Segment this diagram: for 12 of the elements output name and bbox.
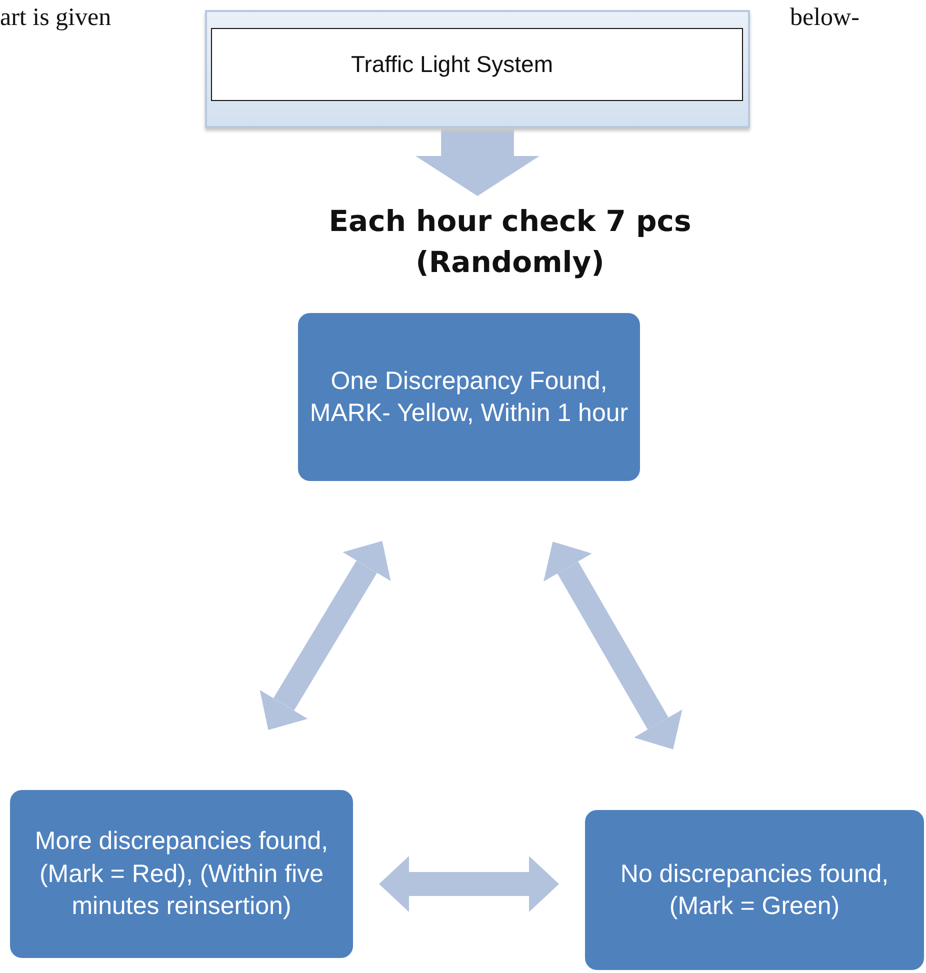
- page-text: art is given: [0, 4, 112, 32]
- double-block-arrow: [260, 540, 391, 730]
- title-text: Traffic Light System: [351, 51, 553, 78]
- step-heading: Each hour check 7 pcs (Randomly): [320, 196, 700, 288]
- block-arrow: [416, 128, 540, 196]
- title-frame: [205, 10, 750, 128]
- double-block-arrow: [544, 542, 682, 750]
- page-text: below-: [790, 4, 860, 32]
- process-box: More discrepancies found, (Mark = Red), (Within five minutes reinsertion): [10, 790, 353, 958]
- double-block-arrow: [379, 856, 559, 912]
- process-box: One Discrepancy Found, MARK- Yellow, Within 1 hour: [298, 313, 640, 481]
- process-box: No discrepancies found, (Mark = Green): [585, 810, 924, 970]
